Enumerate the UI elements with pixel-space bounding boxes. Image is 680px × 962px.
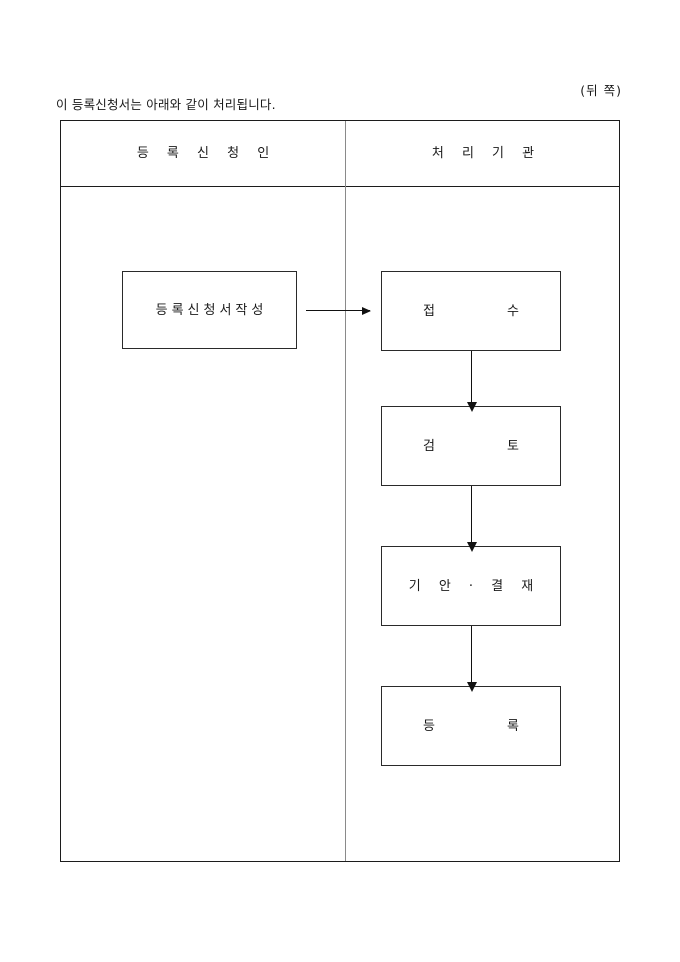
process-box-review-label: 검 토 [422, 439, 554, 454]
process-box-draft-label: 기 안 · 결 재 [408, 579, 541, 594]
arrow-down-icon-review-to-draft [467, 486, 477, 552]
process-box-draft: 기 안 · 결 재 [381, 546, 561, 626]
arrow-down-icon-receive-to-review [467, 351, 477, 412]
arrow-down-icon-draft-to-register [467, 626, 477, 692]
intro-text: 이 등록신청서는 아래와 같이 처리됩니다. [56, 97, 276, 112]
column-header-applicant: 등 록 신 청 인 [136, 146, 277, 161]
header-separator [61, 186, 619, 187]
process-box-register: 등 록 [381, 686, 561, 766]
column-header-agency: 처 리 기 관 [431, 146, 542, 161]
column-divider [345, 121, 346, 861]
process-box-register-label: 등 록 [422, 719, 554, 734]
process-flow-table: 등 록 신 청 인 처 리 기 관 등록신청서작성 접 수 검 토 기 안 · … [60, 120, 620, 862]
process-box-review: 검 토 [381, 406, 561, 486]
process-box-apply: 등록신청서작성 [122, 271, 297, 349]
page-side-label: (뒤 쪽) [580, 83, 622, 98]
process-box-apply-label: 등록신청서작성 [155, 303, 268, 318]
process-box-receive: 접 수 [381, 271, 561, 351]
process-box-receive-label: 접 수 [422, 304, 554, 319]
arrow-right-icon-apply-to-receive [306, 306, 371, 315]
